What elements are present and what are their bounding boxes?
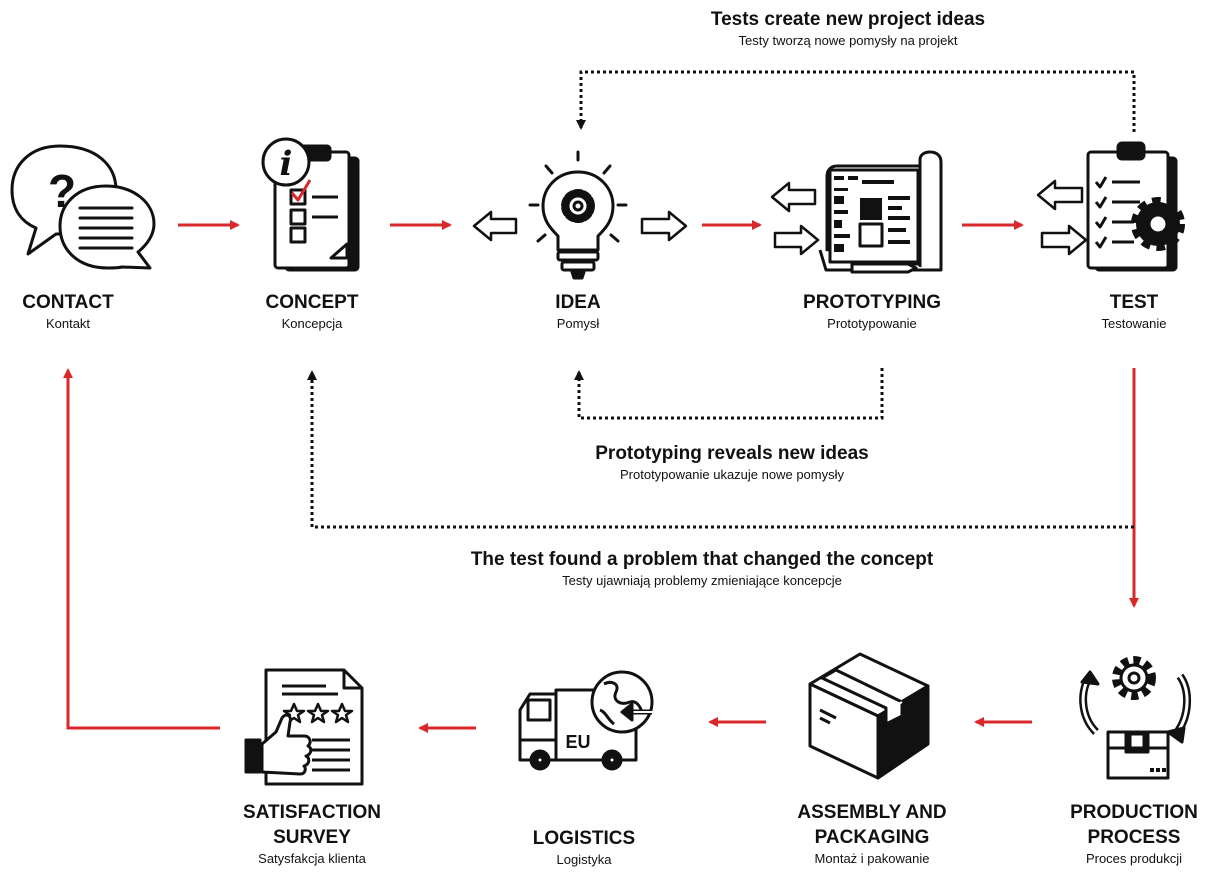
step-title: PROTOTYPING (803, 292, 941, 313)
outline-arrow-right-icon (1040, 224, 1088, 256)
step-subtitle: Montaż i pakowanie (814, 851, 930, 866)
note-subtitle: Prototypowanie ukazuje nowe pomysły (619, 467, 845, 482)
flow-arrow-survey-contact (63, 368, 220, 730)
note-tests-loop: Tests create new project ideas Testy two… (711, 8, 985, 50)
step-title: LOGISTICS (532, 828, 636, 849)
note-prototyping-loop: Prototyping reveals new ideas Prototypow… (595, 442, 868, 484)
outline-arrow-left-icon (770, 181, 817, 213)
step-label-concept: CONCEPT Koncepcja (266, 290, 359, 333)
note-subtitle: Testy tworzą nowe pomysły na projekt (738, 33, 958, 48)
feedback-loop-prototyping-idea (574, 368, 884, 420)
step-title: ASSEMBLY AND PACKAGING (797, 802, 947, 848)
note-concept-loop: The test found a problem that changed th… (471, 548, 933, 590)
step-label-idea: IDEA Pomysł (555, 290, 600, 333)
step-title: CONCEPT (265, 292, 359, 313)
step-title: SATISFACTION SURVEY (243, 802, 381, 848)
step-subtitle: Kontakt (45, 316, 91, 331)
step-label-survey: SATISFACTION SURVEY Satysfakcja klienta (243, 800, 381, 868)
lightbulb-gear-icon (528, 150, 628, 280)
note-title: Tests create new project ideas (710, 9, 986, 30)
step-label-test: TEST Testowanie (1101, 290, 1166, 333)
step-label-production: PRODUCTION PROCESS Proces produkcji (1070, 800, 1198, 868)
step-label-logistics: LOGISTICS Logistyka (533, 826, 635, 869)
step-title: PRODUCTION PROCESS (1070, 802, 1198, 848)
feedback-loop-test-concept (307, 370, 1134, 529)
outline-arrow-left-icon (472, 210, 518, 242)
production-cycle-icon (1079, 656, 1192, 780)
feedback-loop-test-idea (576, 70, 1136, 132)
outline-arrow-right-icon (640, 210, 688, 242)
step-label-assembly: ASSEMBLY AND PACKAGING Montaż i pakowani… (797, 800, 946, 868)
clipboard-checklist-icon: i (261, 137, 360, 272)
note-title: The test found a problem that changed th… (470, 549, 934, 570)
step-label-contact: CONTACT Kontakt (22, 290, 113, 333)
step-subtitle: Logistyka (556, 852, 612, 867)
cardboard-box-icon (808, 652, 930, 780)
step-subtitle: Proces produkcji (1085, 851, 1183, 866)
svg-text:i: i (280, 144, 293, 184)
outline-arrow-right-icon (773, 224, 820, 256)
step-label-prototyping: PROTOTYPING Prototypowanie (803, 290, 941, 333)
step-title: TEST (1109, 292, 1159, 313)
note-title: Prototyping reveals new ideas (595, 443, 869, 464)
step-subtitle: Satysfakcja klienta (258, 851, 366, 866)
truck-badge-text: EU (565, 732, 590, 752)
outline-arrow-left-icon (1036, 179, 1084, 211)
survey-thumbs-up-icon (244, 668, 364, 786)
note-subtitle: Testy ujawniają problemy zmieniające kon… (562, 573, 842, 588)
step-subtitle: Prototypowanie (827, 316, 917, 331)
step-subtitle: Pomysł (556, 316, 600, 331)
step-title: IDEA (555, 292, 601, 313)
eu-truck-icon: EU (518, 670, 654, 771)
step-subtitle: Testowanie (1101, 316, 1167, 331)
test-clipboard-gear-icon (1086, 141, 1185, 272)
speech-bubbles-icon: ? (10, 144, 156, 270)
step-subtitle: Koncepcja (281, 316, 343, 331)
blueprint-icon (818, 150, 943, 274)
step-title: CONTACT (22, 292, 114, 313)
